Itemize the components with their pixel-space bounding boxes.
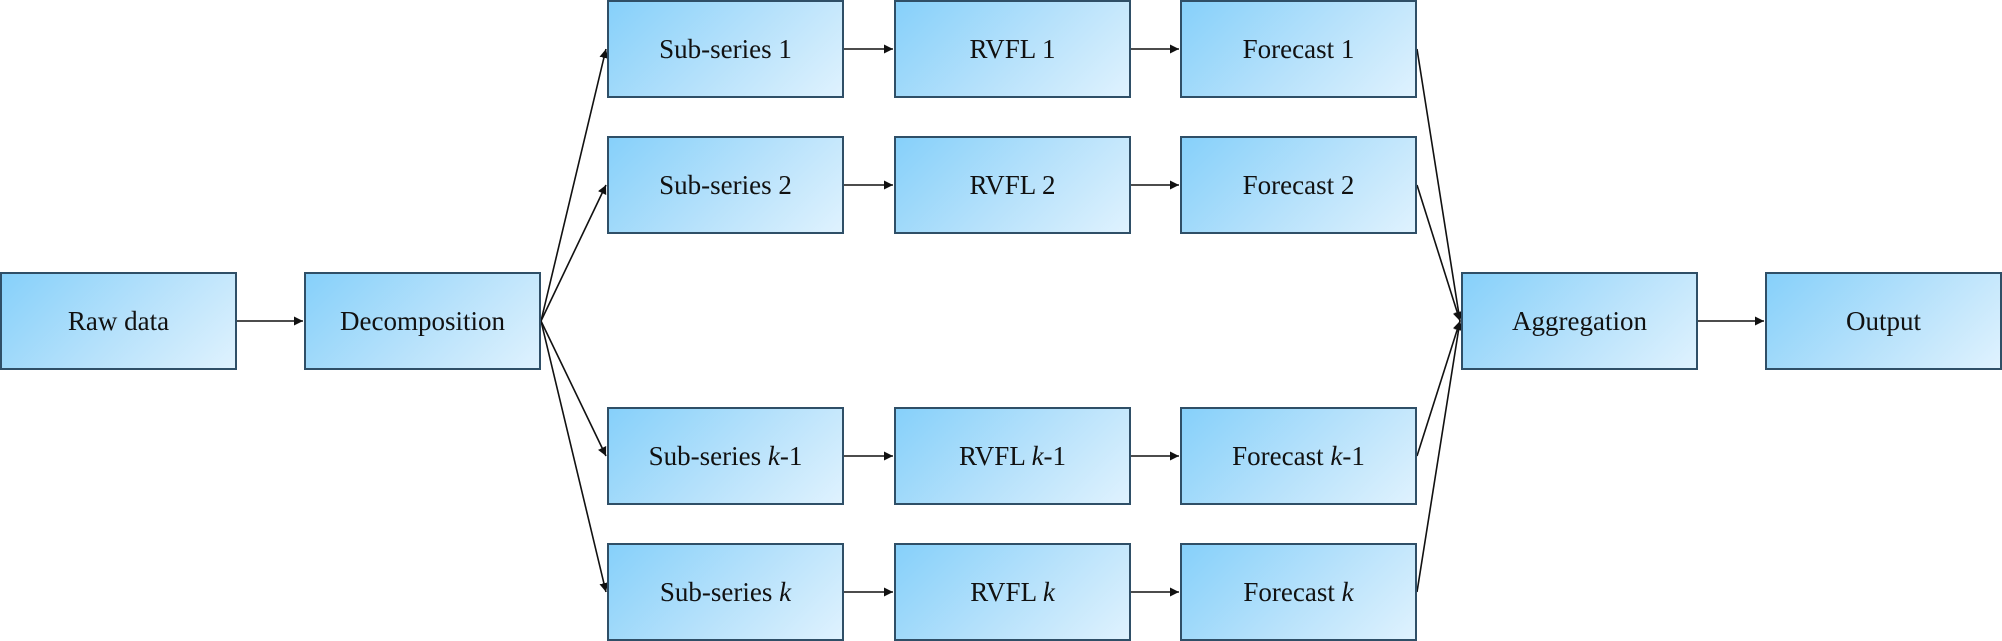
node-label: Sub-series k-1 [648,440,803,471]
node-label: RVFL k-1 [958,440,1067,471]
node-aggregation: Aggregation [1461,272,1698,370]
node-label: RVFL 1 [969,33,1056,64]
node-rvfl-2: RVFL 2 [894,136,1131,234]
node-rvfl-k-1: RVFL k-1 [894,407,1131,505]
node-label: Sub-series 1 [659,33,792,64]
edge-fc1-to-agg [1416,48,1464,322]
node-label: Forecast k [1243,576,1354,607]
node-label: Forecast 1 [1242,33,1355,64]
node-forecast-2: Forecast 2 [1180,136,1417,234]
node-label: RVFL k [970,576,1055,607]
node-label: RVFL 2 [969,169,1056,200]
node-label: Aggregation [1512,305,1647,336]
node-output: Output [1765,272,2002,370]
node-label: Forecast k-1 [1232,440,1365,471]
node-label: Decomposition [340,305,505,336]
edge-fck1-to-agg [1416,320,1462,457]
edge-decomp-to-subk [540,320,609,593]
node-forecast-k: Forecast k [1180,543,1417,641]
edge-decomp-to-subk1 [540,320,607,457]
node-decomposition: Decomposition [304,272,541,370]
node-rvfl-1: RVFL 1 [894,0,1131,98]
node-sub-series-k: Sub-series k [607,543,844,641]
node-raw-data: Raw data [0,272,237,370]
edge-fc2-to-agg [1416,184,1462,322]
node-forecast-1: Forecast 1 [1180,0,1417,98]
node-sub-series-k-1: Sub-series k-1 [607,407,844,505]
edge-fck-to-agg [1416,320,1464,593]
node-rvfl-k: RVFL k [894,543,1131,641]
node-label: Sub-series 2 [659,169,792,200]
edge-decomp-to-sub1 [540,48,609,322]
node-sub-series-1: Sub-series 1 [607,0,844,98]
node-label: Forecast 2 [1242,169,1355,200]
node-label: Sub-series k [659,576,792,607]
edge-decomp-to-sub2 [540,184,607,322]
node-forecast-k-1: Forecast k-1 [1180,407,1417,505]
node-label: Output [1845,305,1921,336]
node-sub-series-2: Sub-series 2 [607,136,844,234]
node-label: Raw data [67,305,170,336]
